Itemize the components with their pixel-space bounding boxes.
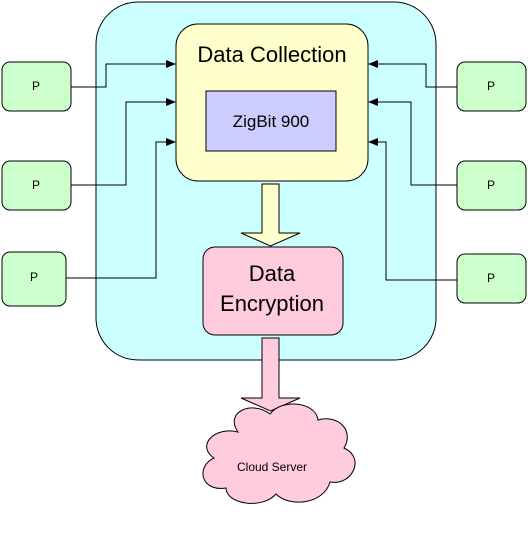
- right-sensor-3-connector: [368, 138, 457, 281]
- zigbit-label: ZigBit 900: [233, 112, 310, 131]
- data-collection-label: Data Collection: [197, 42, 346, 67]
- sensor-label: P: [487, 79, 495, 93]
- right-sensor-1: P: [456, 61, 527, 112]
- sensor-label: P: [487, 178, 495, 192]
- left-sensor-2: P: [1, 160, 72, 211]
- left-sensor-3: P: [1, 251, 67, 307]
- right-sensor-1-connector: [368, 60, 457, 88]
- right-sensor-2-connector: [368, 98, 457, 186]
- cloud-server-node: Cloud Server: [202, 403, 356, 504]
- left-sensor-2-connector: [71, 98, 176, 186]
- encryption-label-line2: Encryption: [220, 291, 324, 316]
- zigbit-module-node: ZigBit 900: [205, 90, 337, 152]
- right-sensor-2: P: [456, 160, 527, 211]
- data-encryption-node: Data Encryption: [202, 246, 344, 336]
- sensor-label: P: [32, 79, 40, 93]
- sensor-label: P: [30, 270, 38, 284]
- left-sensor-1: P: [1, 61, 72, 112]
- right-sensor-3: P: [456, 253, 527, 304]
- left-sensor-3-connector: [66, 138, 176, 279]
- sensor-label: P: [32, 178, 40, 192]
- cloud-server-label: Cloud Server: [237, 460, 307, 474]
- sensor-label: P: [487, 271, 495, 285]
- encryption-label-line1: Data: [249, 261, 296, 286]
- collection-to-encryption-arrow: [240, 183, 301, 247]
- left-sensor-1-connector: [71, 60, 176, 88]
